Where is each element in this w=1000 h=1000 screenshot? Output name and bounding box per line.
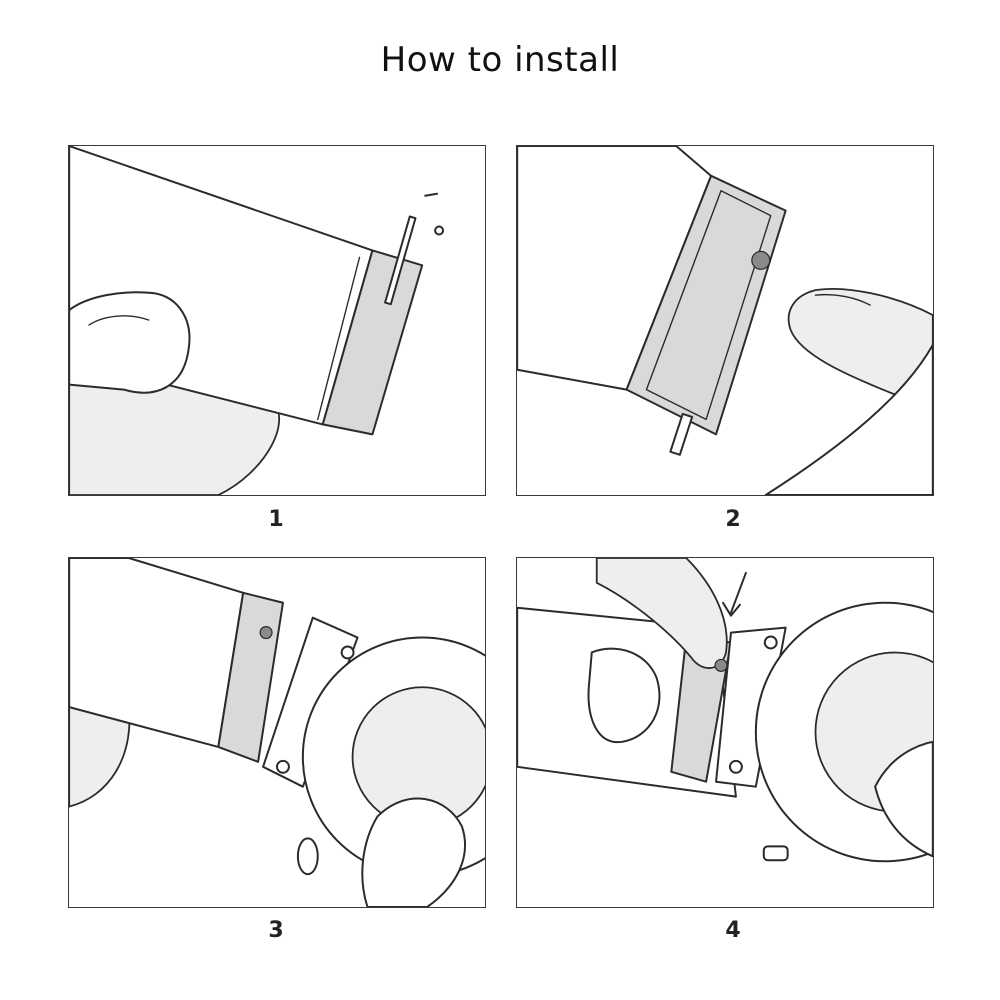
step-4-illustration	[516, 557, 934, 908]
step-3-drawing	[69, 558, 485, 907]
step-number-4: 4	[713, 918, 753, 943]
step-2-illustration	[516, 145, 934, 496]
step-1-drawing	[69, 146, 485, 495]
step-number-1: 1	[256, 507, 296, 532]
step-4-drawing	[517, 558, 933, 907]
step-number-3: 3	[256, 918, 296, 943]
step-number-2: 2	[713, 507, 753, 532]
step-2-drawing	[517, 146, 933, 495]
step-3-illustration	[68, 557, 486, 908]
page-title: How to install	[0, 40, 1000, 80]
step-1-illustration	[68, 145, 486, 496]
